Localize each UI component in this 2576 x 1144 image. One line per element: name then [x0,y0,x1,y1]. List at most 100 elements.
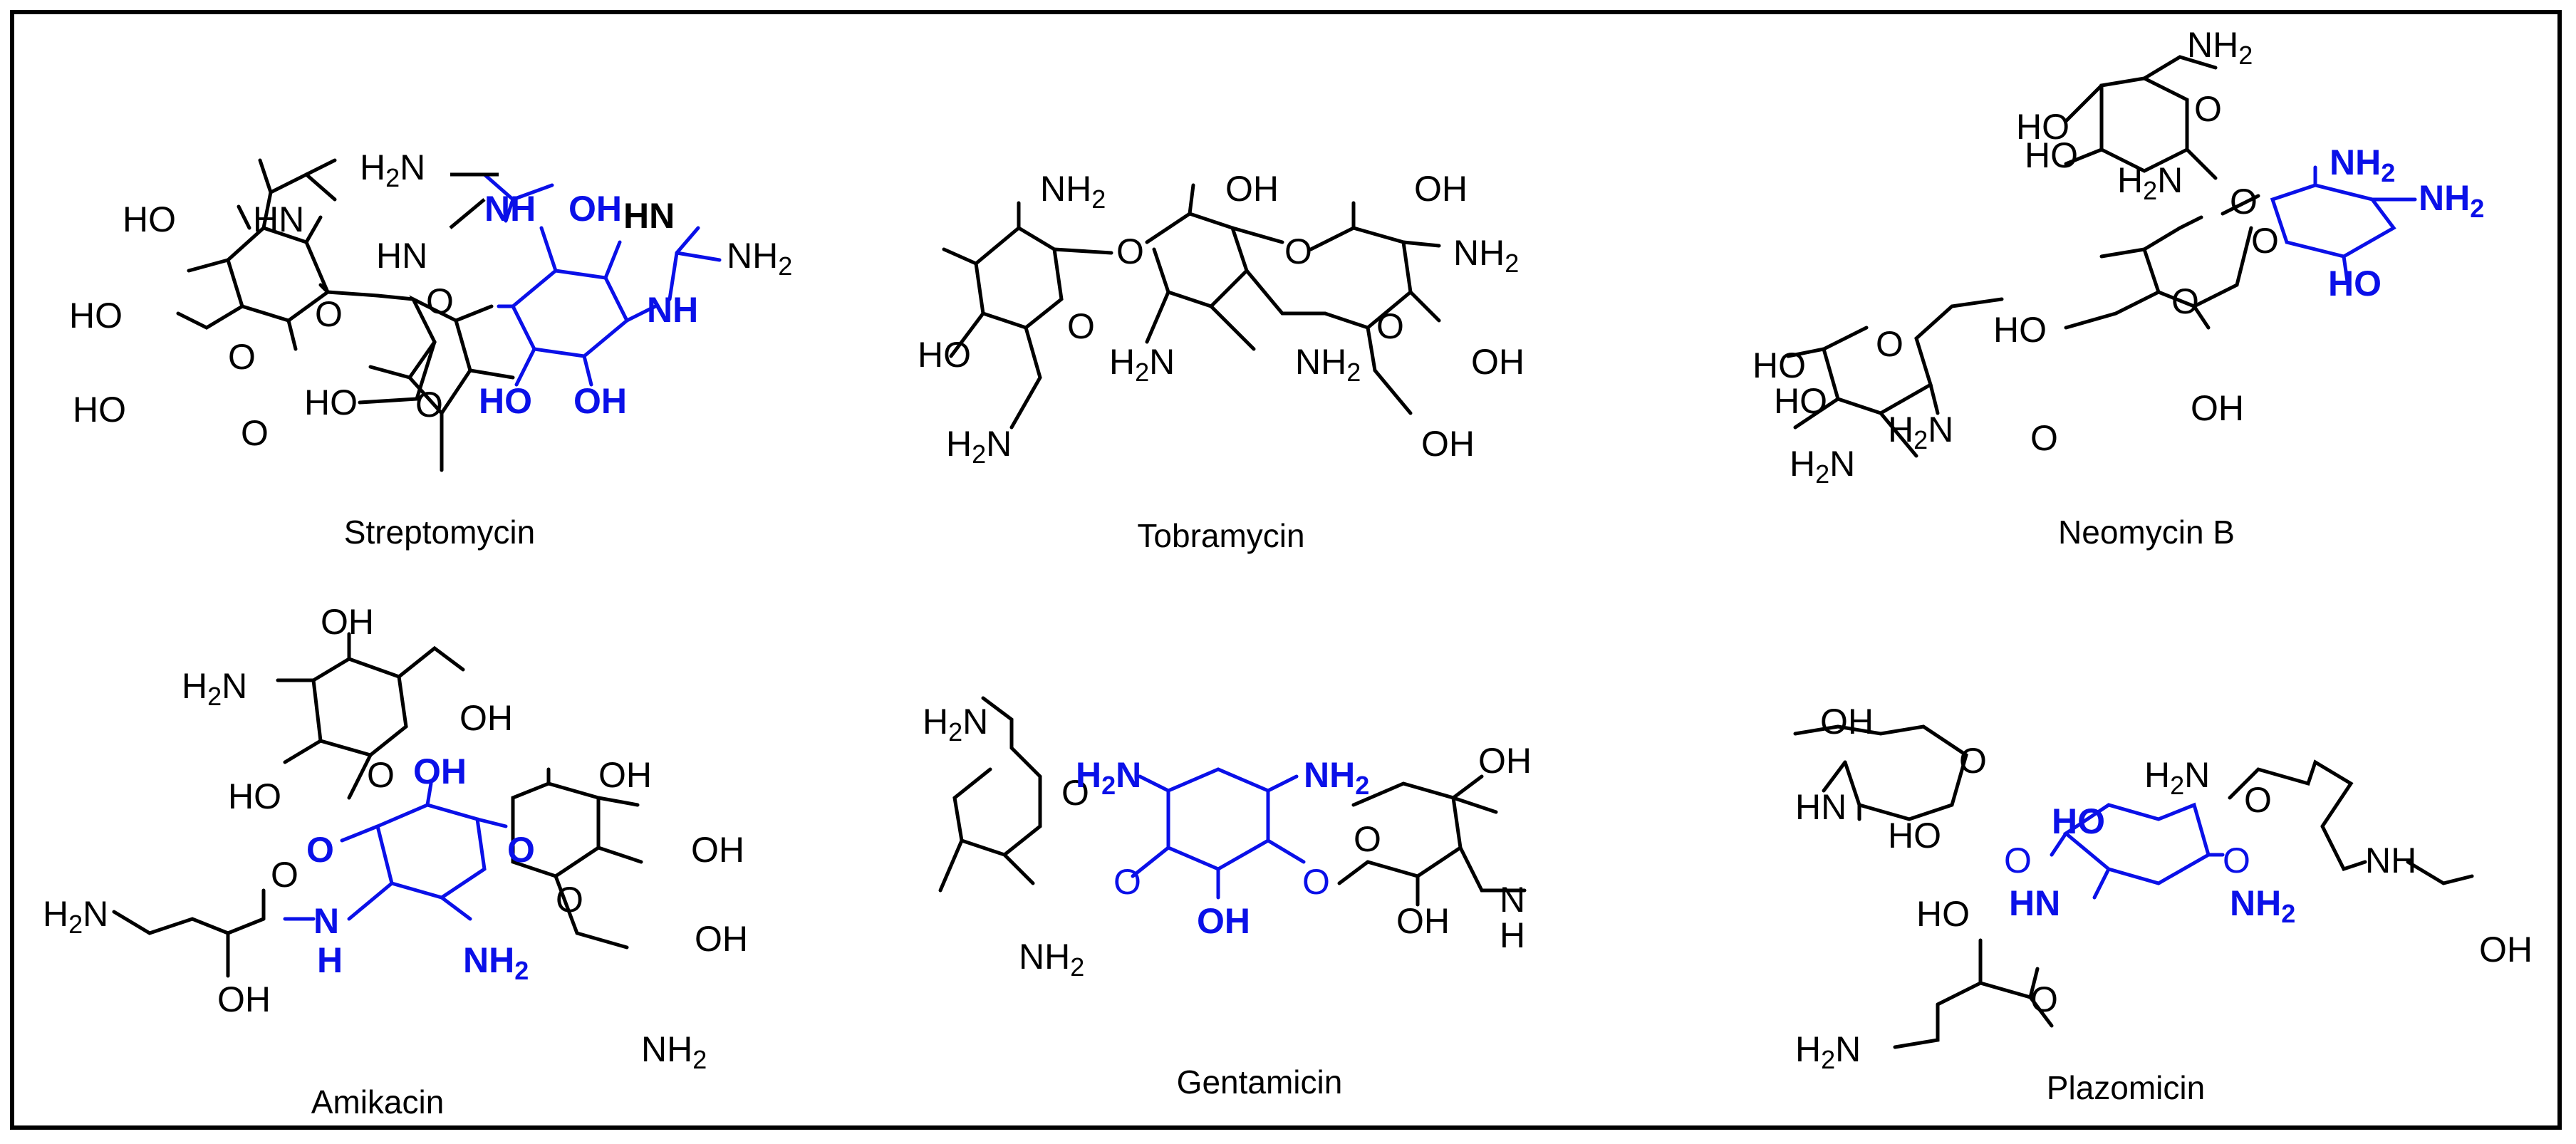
gentamicin-oh-right-top: OH [1478,741,1532,781]
neomycin-ho4: HO [1774,381,1827,421]
neomycin-ho-core: HO [2328,264,2382,303]
amikacin-o-amide: O [271,855,298,895]
neomycin-o-ribose: O [2171,281,2199,321]
tobramycin-oh-bottom: OH [1421,424,1475,464]
plazomicin-ho-chain: HO [1916,894,1970,934]
neomycin-o-link-top: O [2230,182,2258,222]
plazomicin-ho-core: HO [2052,801,2105,841]
neomycin-ho3: HO [1752,345,1806,385]
gentamicin-h-right: H [1500,915,1525,955]
plazomicin-h2n-chain: H2N [1795,1029,1861,1074]
streptomycin-nh2-top: NH2 [727,236,792,281]
streptomycin-hn: HN [253,199,304,239]
structure-amikacin: OH H2N OH HO O O OH O OH OH O OH H2N O N… [43,602,748,1074]
streptomycin-ho1: HO [123,199,176,239]
amikacin-h-amide: H [317,940,343,980]
tobramycin-nh2-core: NH2 [1295,342,1361,387]
neomycin-ho-ribose: HO [1993,310,2047,350]
neomycin-h2n-left: H2N [1888,410,1953,454]
structure-streptomycin: HN HO HO HO O O O HO O O H2N HN NH OH HN… [69,147,792,472]
plazomicin-ho-ring: HO [1888,816,1941,856]
amikacin-ho-ring: HO [228,776,281,816]
neomycin-o-link-ribose: O [2030,418,2058,458]
neomycin-o-ring-left: O [1876,324,1904,364]
neomycin-ho1: HO [2016,107,2069,147]
streptomycin-h2n: H2N [360,147,425,192]
neomycin-nh2-core2: NH2 [2419,178,2484,223]
streptomycin-link-o: O [426,281,454,321]
caption-plazomicin: Plazomicin [2046,1069,2206,1106]
streptomycin-cho-o: O [241,413,269,453]
structure-gentamicin: H2N O H2N NH2 OH O O O NH2 OH OH N H [923,696,1532,982]
tobramycin-h2n-core: H2N [1109,342,1175,387]
plazomicin-o-link2: O [2223,841,2250,880]
gentamicin-oh-right: OH [1396,901,1450,941]
streptomycin-hn-guan: HN [376,236,427,276]
neomycin-nh2-core: NH2 [2330,142,2395,187]
tobramycin-nh2-right: NH2 [1453,233,1519,278]
amikacin-oh-core: OH [413,752,467,791]
amikacin-h2n-chain: H2N [43,894,108,939]
gentamicin-o-link2: O [1302,862,1330,902]
amikacin-oh-right2: OH [695,919,748,959]
plazomicin-hn-core: HN [2009,883,2060,923]
neomycin-ho2: HO [2025,135,2078,175]
amikacin-nh2-bottom: NH2 [641,1029,707,1074]
amikacin-o-ring-top: O [367,755,395,795]
gentamicin-nh2-core: NH2 [1304,755,1369,800]
gentamicin-h2n-core: H2N [1076,755,1141,800]
gentamicin-o-link1: O [1113,862,1141,902]
amikacin-oh-top: OH [321,602,374,642]
caption-amikacin: Amikacin [311,1083,445,1120]
plazomicin-o-link1: O [2004,841,2032,880]
plazomicin-h2n-right: H2N [2144,755,2210,800]
streptomycin-nh-core: NH [484,189,536,229]
amikacin-o-link1: O [306,830,334,870]
amikacin-oh-ch2: OH [459,698,513,738]
gentamicin-o-ring-left: O [1061,773,1089,813]
amikacin-oh-right: OH [691,830,744,870]
gentamicin-n-right: N [1500,880,1525,920]
gentamicin-nh2-bottom: NH2 [1019,937,1084,982]
gentamicin-o-ring-right: O [1354,819,1381,859]
caption-tobramycin: Tobramycin [1137,517,1305,554]
amikacin-oh-right-top: OH [598,755,652,795]
neomycin-h2n-left2: H2N [1790,444,1855,489]
tobramycin-o-ring1: O [1067,306,1095,346]
amikacin-o-ring-right: O [556,880,583,920]
gentamicin-h2n-top: H2N [923,702,988,747]
gentamicin-oh-core: OH [1197,901,1250,941]
tobramycin-o-link1: O [1116,232,1144,271]
caption-neomycin-b: Neomycin B [2058,514,2235,551]
structure-plazomicin: OH O HN HO O HO H2N O O NH HN NH2 OH HO … [1793,702,2533,1074]
streptomycin-ho4: HO [304,383,358,422]
caption-streptomycin: Streptomycin [343,514,536,551]
structure-neomycin-b: NH2 HO HO H2N O O NH2 NH2 O HO HO O OH O… [1752,25,2484,489]
plazomicin-hn-left: HN [1795,787,1847,827]
amikacin-oh-chain: OH [217,979,271,1019]
neomycin-oh-ribose: OH [2191,388,2244,428]
tobramycin-o-link2: O [1284,232,1312,271]
neomycin-o-ring-top: O [2194,89,2222,129]
streptomycin-ho-core: HO [479,381,532,421]
plazomicin-nh2-core: NH2 [2230,883,2295,928]
streptomycin-hn-bold: HN [623,196,675,236]
amikacin-h2n-top: H2N [182,666,247,711]
tobramycin-ho-left: HO [918,335,971,375]
amikacin-nh2-core: NH2 [463,940,529,985]
amikacin-o-link2: O [507,830,535,870]
plazomicin-o-ring-top: O [1959,741,1987,781]
streptomycin-ring-o: O [228,337,256,377]
streptomycin-oh-core: OH [573,381,627,421]
neomycin-nh2-top: NH2 [2187,25,2253,70]
caption-gentamicin: Gentamicin [1176,1064,1343,1101]
streptomycin-ho3: HO [73,390,126,430]
plazomicin-o-amide: O [2030,979,2058,1019]
tobramycin-oh-right: OH [1471,342,1525,382]
tobramycin-oh-top-right: OH [1414,169,1468,209]
tobramycin-oh-top: OH [1225,169,1279,209]
structure-tobramycin: NH2 OH OH O O O O HO H2N NH2 NH2 OH H2N … [918,169,1525,469]
streptomycin-nh-core2: NH [647,290,698,330]
amikacin-n-amide: N [313,901,339,941]
plazomicin-oh-top: OH [1820,702,1874,742]
